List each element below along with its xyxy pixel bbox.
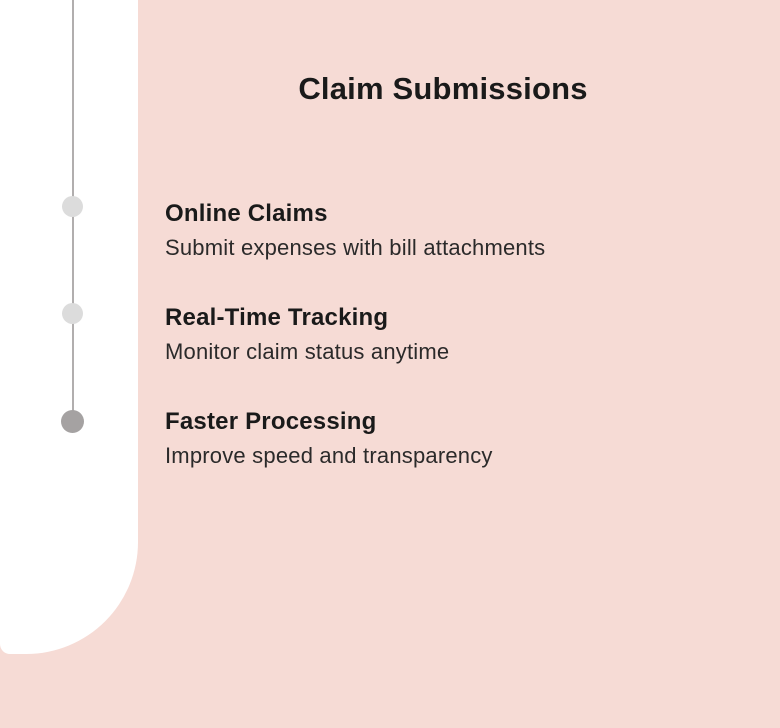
item-description: Improve speed and transparency [165, 443, 493, 468]
timeline-item-faster-processing: Faster Processing Improve speed and tran… [165, 405, 745, 472]
item-description: Submit expenses with bill attachments [165, 235, 546, 260]
item-heading: Online Claims [165, 200, 328, 227]
timeline-content: Online Claims Submit expenses with bill … [165, 197, 745, 509]
left-panel [0, 0, 138, 654]
item-heading: Faster Processing [165, 408, 377, 435]
item-description: Monitor claim status anytime [165, 339, 450, 364]
timeline-dot-3 [61, 410, 84, 433]
slide-title: Claim Submissions [298, 70, 588, 106]
item-heading: Real-Time Tracking [165, 304, 389, 331]
timeline-dot-1 [62, 195, 83, 217]
timeline-item-real-time-tracking: Real-Time Tracking Monitor claim status … [165, 301, 745, 368]
timeline-item-online-claims: Online Claims Submit expenses with bill … [165, 197, 745, 264]
timeline-dot-2 [62, 302, 83, 324]
